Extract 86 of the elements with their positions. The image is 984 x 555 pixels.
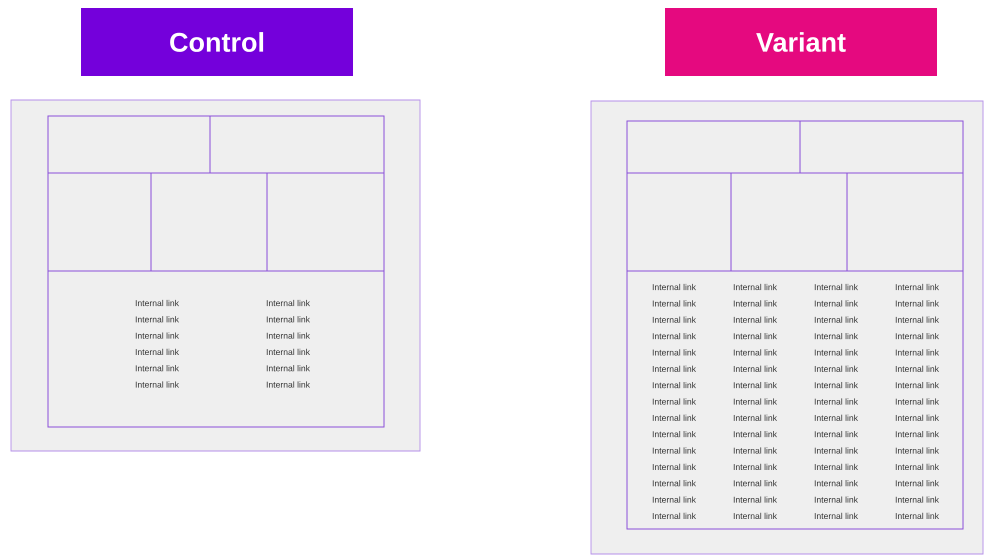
link-text: Internal link xyxy=(136,332,179,339)
link-text: Internal link xyxy=(814,382,858,388)
link-text: Internal link xyxy=(652,316,696,323)
layout-block xyxy=(730,172,848,272)
link-text: Internal link xyxy=(896,300,939,307)
link-text: Internal link xyxy=(266,381,310,388)
link-text: Internal link xyxy=(896,382,939,388)
link-text: Internal link xyxy=(266,365,310,372)
page-frame xyxy=(10,100,420,452)
link-text: Internal link xyxy=(652,464,696,470)
link-text: Internal link xyxy=(814,316,858,323)
link-text: Internal link xyxy=(652,398,696,405)
link-text: Internal link xyxy=(896,447,939,454)
link-text: Internal link xyxy=(652,480,696,486)
link-text: Internal link xyxy=(896,512,939,520)
layout-block xyxy=(150,172,268,272)
link-text: Internal link xyxy=(652,512,696,520)
link-text: Internal link xyxy=(652,349,696,356)
link-text: Internal link xyxy=(814,414,858,421)
link-text: Internal link xyxy=(652,382,696,388)
link-text: Internal link xyxy=(652,332,696,340)
link-text: Internal link xyxy=(136,348,179,356)
link-text: Internal link xyxy=(136,365,179,372)
layout-block xyxy=(266,172,384,272)
link-text: Internal link xyxy=(896,414,939,421)
link-text: Internal link xyxy=(896,349,939,356)
link-text: Internal link xyxy=(896,332,939,340)
link-text: Internal link xyxy=(896,480,939,486)
layout-block xyxy=(48,172,152,272)
link-text: Internal link xyxy=(734,398,777,405)
layout-block xyxy=(48,116,210,174)
link-text: Internal link xyxy=(652,366,696,372)
link-text: Internal link xyxy=(266,332,310,339)
link-text: Internal link xyxy=(734,366,777,372)
link-text: Internal link xyxy=(734,300,777,307)
layout-block xyxy=(626,120,800,174)
link-text: Internal link xyxy=(652,284,696,290)
link-text: Internal link xyxy=(136,316,179,322)
link-text: Internal link xyxy=(814,512,858,520)
link-text: Internal link xyxy=(814,464,858,470)
link-text: Internal link xyxy=(734,464,777,470)
link-text: Internal link xyxy=(734,316,777,323)
link-text: Internal link xyxy=(814,480,858,486)
link-text: Internal link xyxy=(266,300,310,306)
link-text: Internal link xyxy=(734,349,777,356)
layout-block xyxy=(800,120,964,174)
link-text: Internal link xyxy=(814,349,858,356)
layout-block xyxy=(626,172,732,272)
link-text: Internal link xyxy=(734,430,777,438)
link-text: Internal link xyxy=(136,381,179,388)
link-text: Internal link xyxy=(814,300,858,307)
link-text: Internal link xyxy=(896,430,939,438)
link-text: Internal link xyxy=(814,366,858,372)
link-text: Internal link xyxy=(652,447,696,454)
layout-block xyxy=(210,116,384,174)
link-text: Internal link xyxy=(896,398,939,405)
link-text: Internal link xyxy=(734,284,777,290)
link-text: Internal link xyxy=(814,398,858,405)
link-text: Internal link xyxy=(136,300,179,306)
link-text: Internal link xyxy=(266,348,310,356)
link-text: Internal link xyxy=(734,496,777,503)
heading-banner: Control xyxy=(81,8,353,76)
link-text: Internal link xyxy=(814,332,858,340)
link-text: Internal link xyxy=(734,382,777,388)
link-text: Internal link xyxy=(896,316,939,323)
link-text: Internal link xyxy=(896,464,939,470)
link-text: Internal link xyxy=(814,496,858,503)
link-text: Internal link xyxy=(652,300,696,307)
link-text: Internal link xyxy=(734,414,777,421)
link-text: Internal link xyxy=(814,430,858,438)
link-text: Internal link xyxy=(652,430,696,438)
link-text: Internal link xyxy=(896,496,939,503)
link-text: Internal link xyxy=(652,496,696,503)
link-text: Internal link xyxy=(814,284,858,290)
link-text: Internal link xyxy=(652,414,696,421)
link-text: Internal link xyxy=(734,447,777,454)
page-frame xyxy=(590,100,984,554)
link-text: Internal link xyxy=(734,332,777,340)
link-text: Internal link xyxy=(814,447,858,454)
heading-banner: Variant xyxy=(665,8,937,76)
layout-block xyxy=(846,172,964,272)
link-text: Internal link xyxy=(734,512,777,520)
link-text: Internal link xyxy=(734,480,777,486)
link-text: Internal link xyxy=(896,284,939,290)
link-text: Internal link xyxy=(266,316,310,322)
link-text: Internal link xyxy=(896,366,939,372)
